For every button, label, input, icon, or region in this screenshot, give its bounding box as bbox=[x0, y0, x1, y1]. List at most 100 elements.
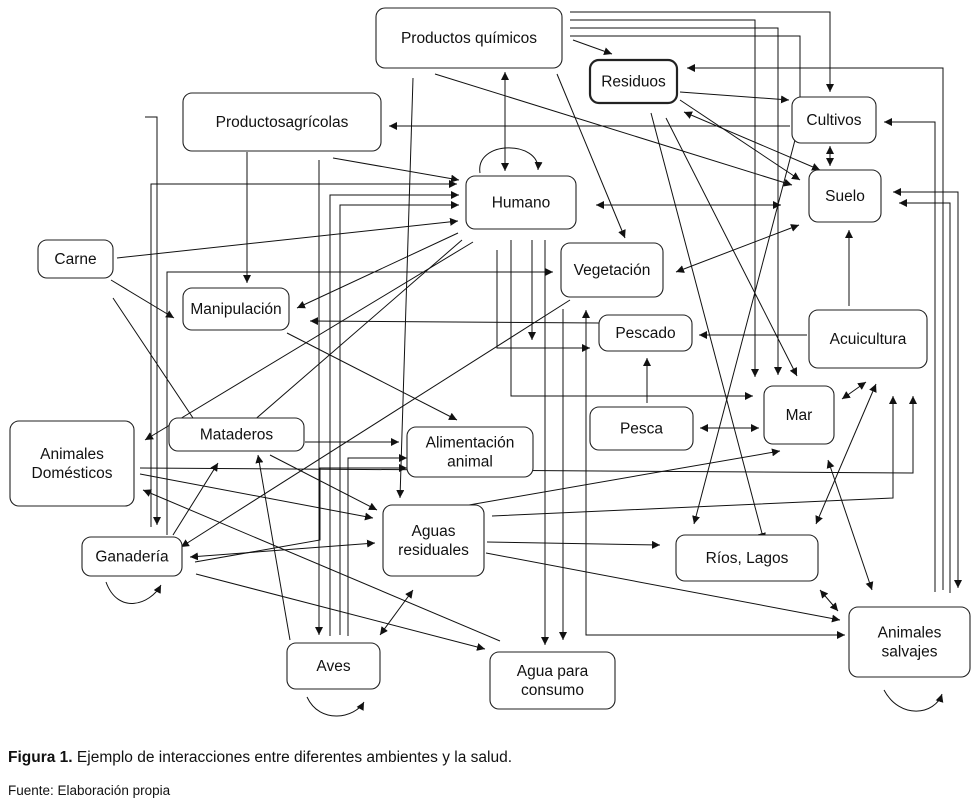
node-box-mar bbox=[763, 385, 835, 445]
node-aves: Aves bbox=[286, 642, 381, 690]
node-label-pescado: Pescado bbox=[615, 325, 675, 342]
connector-arrow-45 bbox=[692, 139, 796, 525]
connector-arrow-30 bbox=[296, 232, 459, 309]
connector-arrow-14 bbox=[683, 111, 821, 171]
node-box-productos-quimicos bbox=[375, 7, 563, 69]
node-box-animales-domesticos bbox=[9, 420, 135, 507]
node-box-alimentacion-animal bbox=[406, 426, 534, 478]
node-label-pesca: Pesca bbox=[620, 421, 663, 438]
node-carne: Carne bbox=[37, 239, 114, 279]
connector-arrow-37 bbox=[166, 268, 553, 535]
connector-arrow-15 bbox=[679, 99, 801, 181]
connector-arrow-60 bbox=[172, 462, 219, 536]
node-box-humano bbox=[465, 175, 577, 230]
connector-arrow-7 bbox=[556, 73, 626, 239]
node-label-alimentacion-animal-line-2: animal bbox=[447, 454, 493, 471]
connector-arrow-62 bbox=[189, 539, 376, 561]
node-cultivos: Cultivos bbox=[791, 96, 877, 144]
connector-arrow-64 bbox=[468, 448, 781, 506]
node-box-aguas-residuales bbox=[382, 504, 485, 577]
connector-arrow-27 bbox=[339, 201, 459, 635]
humano-self-loop bbox=[479, 147, 543, 174]
node-box-manipulacion bbox=[182, 287, 290, 331]
node-label-aguas-residuales-line-1: Aguas bbox=[412, 523, 456, 540]
node-box-agua-consumo bbox=[489, 651, 616, 710]
node-box-suelo bbox=[808, 169, 882, 223]
connector-arrow-40 bbox=[286, 332, 458, 421]
animales-salvajes-self-loop bbox=[883, 689, 944, 712]
connector-arrow-28 bbox=[116, 217, 459, 259]
node-label-mataderos: Mataderos bbox=[200, 427, 273, 444]
node-residuos: Residuos bbox=[588, 58, 679, 105]
connector-arrow-63 bbox=[195, 573, 486, 651]
edges-layer bbox=[105, 11, 962, 717]
node-label-acuicultura: Acuicultura bbox=[830, 331, 907, 348]
node-alimentacion-animal: Alimentación animal bbox=[406, 426, 534, 478]
node-pesca: Pesca bbox=[589, 406, 694, 451]
connector-arrow-39 bbox=[110, 279, 175, 319]
connector-arrow-25 bbox=[150, 180, 457, 527]
connector-arrow-42 bbox=[582, 310, 845, 639]
aves-self-loop bbox=[306, 696, 365, 717]
node-label-residuos: Residuos bbox=[601, 74, 666, 91]
node-label-animales-domesticos-line-2: Domésticos bbox=[32, 465, 113, 482]
node-box-cultivos bbox=[791, 96, 877, 144]
node-label-animales-salvajes-line-2: salvajes bbox=[882, 644, 938, 661]
node-label-suelo: Suelo bbox=[825, 188, 865, 205]
node-box-pesca bbox=[589, 406, 694, 451]
node-acuicultura: Acuicultura bbox=[808, 309, 928, 369]
connector-arrow-66 bbox=[485, 552, 841, 623]
node-box-rios-lagos bbox=[675, 534, 819, 582]
connector-arrow-41 bbox=[180, 299, 571, 548]
node-label-manipulacion: Manipulación bbox=[190, 301, 281, 318]
connector-arrow-70 bbox=[819, 589, 839, 612]
node-humano: Humano bbox=[465, 175, 577, 230]
node-mar: Mar bbox=[763, 385, 835, 445]
node-label-mar: Mar bbox=[786, 407, 813, 424]
connector-arrow-26 bbox=[329, 191, 459, 636]
node-label-aguas-residuales-line-2: residuales bbox=[398, 542, 469, 559]
connector-arrow-69 bbox=[826, 459, 874, 591]
caption-text: Ejemplo de interacciones entre diferente… bbox=[72, 749, 513, 766]
node-manipulacion: Manipulación bbox=[182, 287, 290, 331]
node-mataderos: Mataderos bbox=[168, 417, 305, 452]
node-box-ganaderia bbox=[81, 536, 183, 577]
node-ganaderia: Ganadería bbox=[81, 536, 183, 577]
connector-arrow-23 bbox=[332, 157, 460, 183]
node-label-vegetacion: Vegetación bbox=[574, 262, 651, 279]
connector-arrow-20 bbox=[899, 199, 951, 593]
connector-arrow-50 bbox=[841, 381, 867, 400]
figure-source: Fuente: Elaboración propia bbox=[8, 783, 171, 798]
node-box-vegetacion bbox=[560, 242, 664, 298]
node-animales-salvajes: Animales salvajes bbox=[848, 606, 971, 678]
node-label-animales-salvajes-line-1: Animales bbox=[878, 625, 942, 642]
ganaderia-self-loop bbox=[105, 581, 162, 604]
node-label-humano: Humano bbox=[492, 195, 551, 212]
connector-arrow-38 bbox=[309, 317, 600, 326]
figure-caption: Figura 1. Ejemplo de interacciones entre… bbox=[8, 749, 512, 767]
connector-arrow-57 bbox=[194, 464, 407, 563]
node-box-acuicultura bbox=[808, 309, 928, 369]
node-label-agua-consumo-line-1: Agua para bbox=[517, 663, 589, 680]
node-suelo: Suelo bbox=[808, 169, 882, 223]
node-label-cultivos: Cultivos bbox=[806, 112, 861, 129]
node-label-animales-domesticos-line-1: Animales bbox=[40, 446, 104, 463]
node-label-ganaderia: Ganadería bbox=[95, 549, 169, 566]
node-label-alimentacion-animal-line-1: Alimentación bbox=[426, 435, 515, 452]
connector-arrow-61 bbox=[255, 454, 291, 641]
connector-arrow-67 bbox=[379, 589, 414, 636]
node-label-productos-agricolas: Productosagrícolas bbox=[216, 114, 349, 131]
node-label-rios-lagos: Ríos, Lagos bbox=[706, 550, 789, 567]
node-box-productos-agricolas bbox=[182, 92, 382, 152]
node-productos-quimicos: Productos químicos bbox=[375, 7, 563, 69]
connector-arrow-52 bbox=[491, 396, 897, 517]
connector-arrow-68 bbox=[142, 489, 501, 642]
connector-arrow-10 bbox=[679, 91, 790, 104]
connector-arrow-58 bbox=[269, 454, 378, 511]
node-pescado: Pescado bbox=[598, 314, 693, 352]
node-box-carne bbox=[37, 239, 114, 279]
node-box-pescado bbox=[598, 314, 693, 352]
